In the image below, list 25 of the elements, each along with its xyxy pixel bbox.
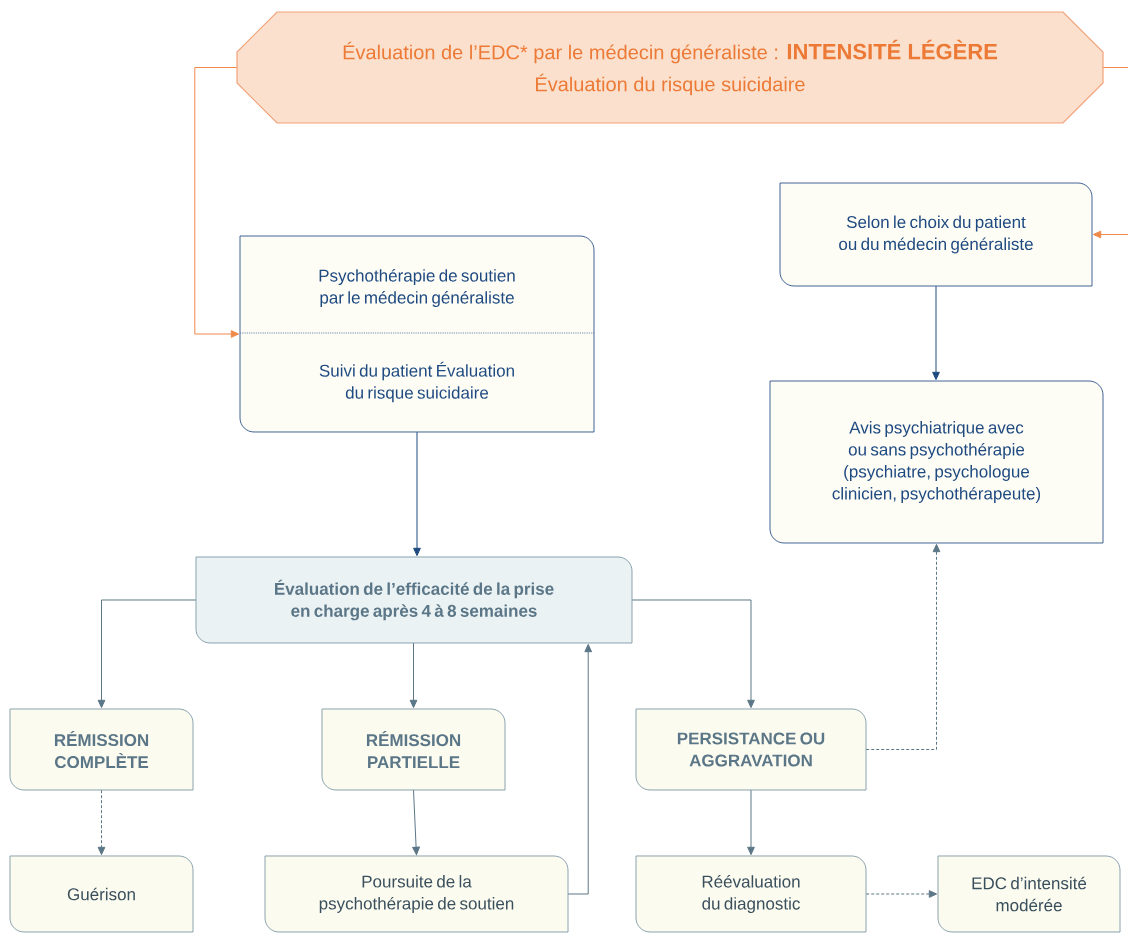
arrow [1092,67,1128,239]
arrow [409,642,418,709]
arrow [631,599,755,709]
header-banner: Évaluation de l’EDC* par le médecin généraliste : INTENSITÉ LÉGÈRE Évaluation du risque suicidaire [236,11,1104,124]
outcome-box: RÉMISSION PARTIELLE [321,708,506,791]
arrow [747,789,755,856]
outcome-box: PERSISTANCE OU AGGRAVATION [635,708,867,791]
process-box: Selon le choix du patient ou du médecin généraliste [779,182,1093,287]
arrow [567,643,593,895]
outcome-box: RÉMISSION COMPLÈTE [9,708,194,791]
arrow [194,67,240,338]
arrow [97,599,197,709]
process-box: Avis psychiatrique avec ou sans psychothérapie (psychiatre, psychologue clinicien, psychothérapeute) [769,380,1104,544]
process-box: Réévaluation du diagnostic [635,855,867,933]
process-box: EDC d’intensité modérée [937,855,1121,933]
process-box: Psychothérapie de soutien par le médecin généraliste Suivi du patient Évaluation du risque suicidaire [239,235,595,433]
process-box: Poursuite de la psychothérapie de soutien [264,855,569,933]
arrow [97,789,106,856]
arrow [865,890,938,898]
evaluation-box: Évaluation de l’efficacité de la prise en charge après 4 à 8 semaines [195,556,633,644]
arrow [932,285,940,381]
arrow [865,543,941,750]
arrow [412,789,420,856]
arrow [413,431,421,557]
process-box: Guérison [9,855,194,933]
